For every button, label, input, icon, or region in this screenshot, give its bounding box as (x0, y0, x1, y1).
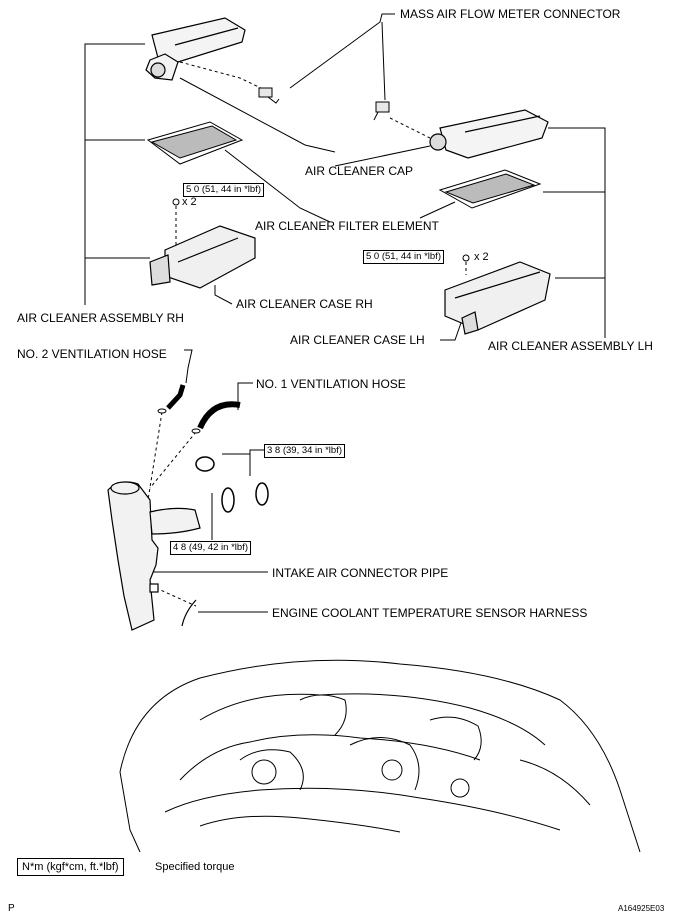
label-assembly-lh: AIR CLEANER ASSEMBLY LH (488, 339, 653, 353)
legend-specified-torque: Specified torque (155, 861, 235, 873)
label-assembly-rh: AIR CLEANER ASSEMBLY RH (17, 311, 184, 325)
clamp-parts (195, 456, 269, 513)
label-maf-connector: MASS AIR FLOW METER CONNECTOR (400, 7, 621, 21)
torque-lh-case: 5 0 (51, 44 in *lbf) (363, 250, 444, 264)
label-intake-pipe: INTAKE AIR CONNECTOR PIPE (272, 566, 449, 580)
case-lh-leader (440, 319, 463, 341)
figure-code: A164925E03 (618, 904, 665, 913)
label-ect-harness: ENGINE COOLANT TEMPERATURE SENSOR HARNES… (272, 606, 588, 620)
legend-torque-units: N*m (kgf*cm, ft.*lbf) (17, 858, 124, 876)
torque-clamp-lower: 4 8 (49, 42 in *lbf) (170, 541, 251, 555)
vent-hose-2-part (166, 384, 186, 410)
filter-element-lh (438, 169, 542, 209)
intake-pipe-part (107, 481, 201, 631)
case-rh-part (149, 225, 256, 289)
label-air-cleaner-cap: AIR CLEANER CAP (305, 164, 414, 178)
label-vent-hose-1: NO. 1 VENTILATION HOSE (256, 377, 406, 391)
vent-hose-1-leader (237, 382, 253, 410)
label-filter-element: AIR CLEANER FILTER ELEMENT (255, 219, 439, 233)
filter-element-leader (224, 149, 331, 223)
air-cleaner-cap-leader (179, 77, 336, 153)
qty-lh: x 2 (474, 251, 489, 263)
vent-hose-1-clamp (191, 428, 201, 434)
rh-cap-part (145, 17, 246, 81)
bolt-rh (172, 198, 180, 206)
torque-clamp-upper: 3 8 (39, 34 in *lbf) (264, 444, 345, 458)
label-vent-hose-2: NO. 2 VENTILATION HOSE (17, 347, 167, 361)
vent-hose-1-part (197, 401, 241, 430)
lh-assembly-bracket (548, 127, 606, 338)
case-lh-part (444, 261, 551, 335)
bolt-lh (462, 254, 470, 262)
qty-rh: x 2 (182, 196, 197, 208)
lh-cap-part (429, 109, 549, 159)
label-case-lh: AIR CLEANER CASE LH (290, 333, 425, 347)
footer-left-mark: P (8, 903, 15, 914)
engine-bay-illustration (119, 659, 641, 853)
rh-assembly-bracket (84, 43, 145, 305)
case-rh-leader (214, 285, 233, 305)
filter-element-rh (146, 121, 244, 165)
maf-connector-leader (289, 13, 395, 89)
vent-hose-2-leader (184, 349, 193, 384)
label-case-rh: AIR CLEANER CASE RH (236, 297, 373, 311)
maf-connector-part (258, 87, 390, 121)
vent-hose-2-clamp (157, 408, 167, 414)
ect-harness-part (149, 583, 197, 627)
torque-rh-case: 5 0 (51, 44 in *lbf) (183, 183, 264, 197)
